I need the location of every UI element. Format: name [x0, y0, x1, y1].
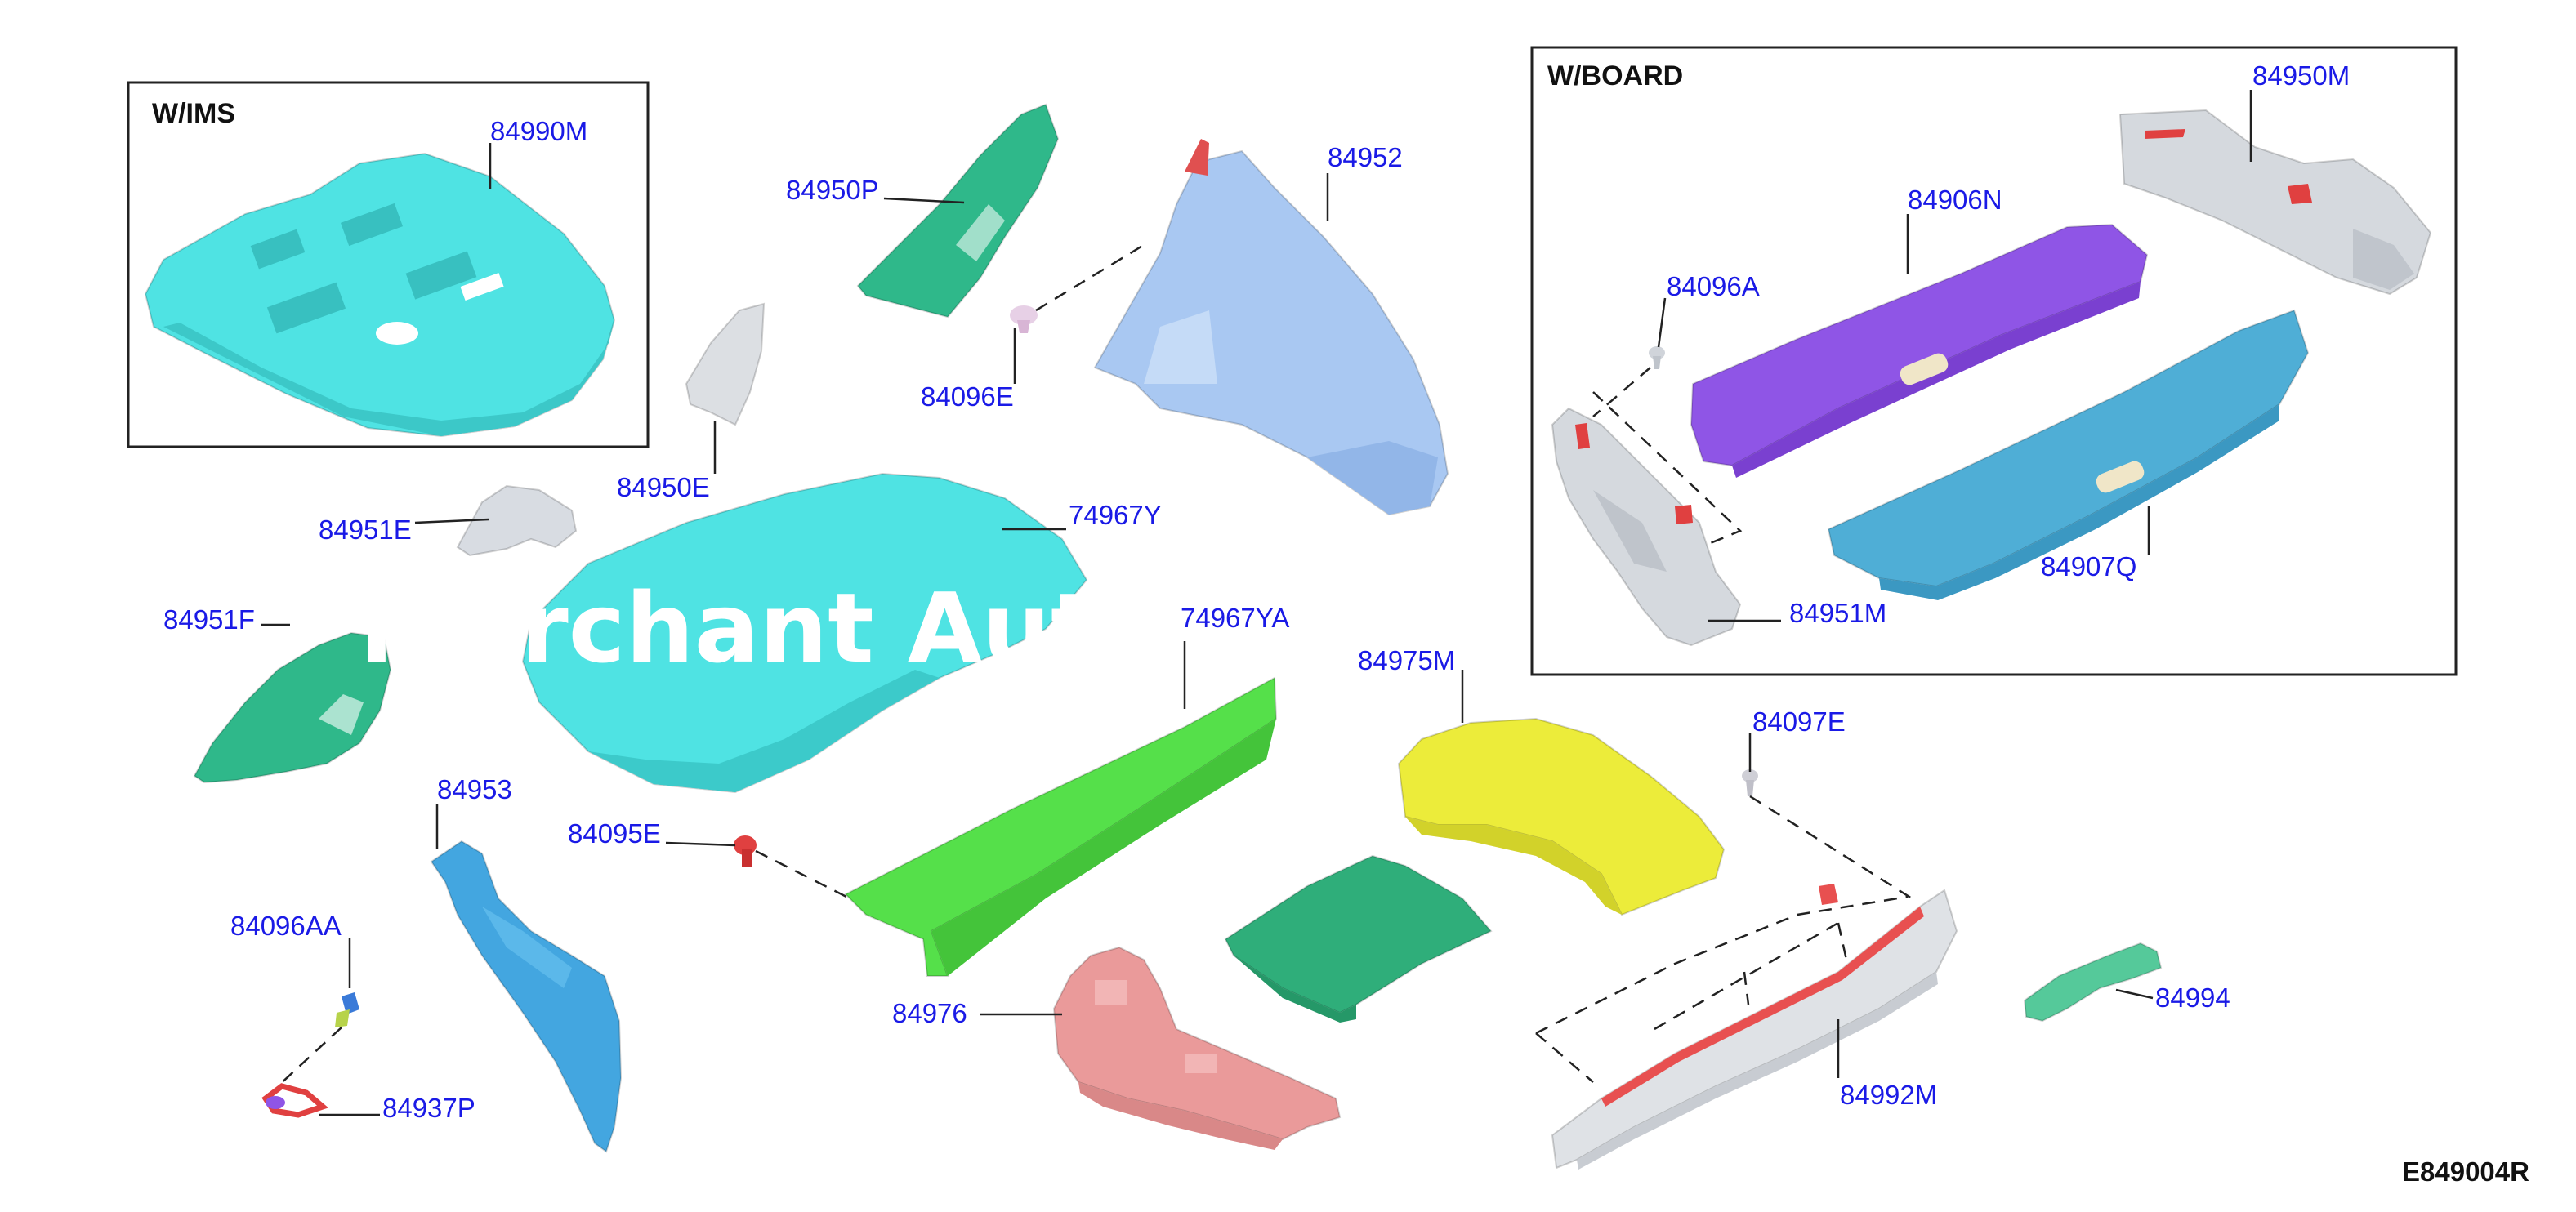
label-84975M[interactable]: 84975M: [1358, 645, 1455, 675]
label-84951M[interactable]: 84951M: [1789, 598, 1886, 628]
label-74967Y[interactable]: 74967Y: [1069, 500, 1162, 530]
dashed-84096A-a: [1592, 367, 1651, 417]
part-74967Y-floor-mat[interactable]: [521, 472, 1088, 794]
part-84096E-clip[interactable]: [1010, 305, 1038, 333]
label-84992M[interactable]: 84992M: [1840, 1080, 1937, 1110]
label-84097E[interactable]: 84097E: [1752, 706, 1846, 737]
label-84990M[interactable]: 84990M: [490, 116, 587, 146]
part-84095E-clip[interactable]: [734, 835, 757, 867]
dashed-84992M-d: [1743, 971, 1750, 1005]
part-84937P-handle[interactable]: [261, 1083, 328, 1118]
dashed-84992M-b: [1535, 1032, 1594, 1083]
dashed-84992M-c: [1654, 921, 1839, 1031]
part-floor-tray-green[interactable]: [1224, 854, 1493, 1023]
part-84953-side-trim[interactable]: [430, 840, 623, 1153]
dashed-84992M-e: [1837, 922, 1848, 960]
part-84990M-tray[interactable]: [144, 152, 616, 438]
label-84951F[interactable]: 84951F: [163, 604, 255, 635]
label-84906N[interactable]: 84906N: [1908, 185, 2002, 215]
part-84975M-trim[interactable]: [1397, 717, 1726, 916]
label-74967YA[interactable]: 74967YA: [1181, 603, 1289, 633]
part-84951M-bracket[interactable]: [1551, 407, 1742, 647]
label-84095E[interactable]: 84095E: [568, 818, 661, 849]
watermark: Merchant Auto: [359, 572, 1163, 684]
label-84950M[interactable]: 84950M: [2252, 60, 2350, 91]
part-84992M-scuff-plate[interactable]: [1551, 884, 1958, 1170]
part-74967YA-floor-board[interactable]: [844, 676, 1278, 977]
part-84950P-trim[interactable]: [856, 103, 1060, 319]
ims-box-title: W/IMS: [152, 98, 235, 129]
part-84950M-trim[interactable]: [2118, 109, 2432, 296]
board-box-title: W/BOARD: [1547, 60, 1683, 91]
part-84951F-trim[interactable]: [193, 631, 392, 784]
part-84096A-clip[interactable]: [1649, 346, 1665, 369]
part-84096AA-clip[interactable]: [335, 992, 359, 1027]
label-84937P[interactable]: 84937P: [382, 1093, 475, 1123]
dashed-84992M-a: [1535, 895, 1909, 1035]
part-84952-side-trim[interactable]: [1093, 139, 1449, 516]
leader-84950P: [883, 197, 965, 204]
label-84950P[interactable]: 84950P: [786, 175, 879, 205]
part-84951E-bracket[interactable]: [456, 484, 578, 557]
part-84976-tray[interactable]: [1052, 946, 1342, 1150]
part-84097E-clip[interactable]: [1742, 769, 1758, 796]
diagram-code: E849004R: [2402, 1156, 2529, 1187]
ims-box: [127, 81, 650, 448]
dashed-84096E: [1035, 243, 1145, 312]
label-84096E[interactable]: 84096E: [921, 381, 1014, 412]
label-84096A[interactable]: 84096A: [1667, 271, 1760, 301]
label-84907Q[interactable]: 84907Q: [2041, 551, 2136, 581]
part-84907Q-board[interactable]: [1827, 309, 2310, 600]
board-box: [1530, 46, 2458, 676]
label-84953[interactable]: 84953: [437, 774, 512, 804]
label-84096AA[interactable]: 84096AA: [230, 911, 342, 941]
label-84952[interactable]: 84952: [1328, 142, 1403, 172]
label-84976[interactable]: 84976: [892, 998, 967, 1028]
leader-84951E: [414, 518, 489, 524]
dashed-84096AA: [277, 1027, 342, 1087]
leader-84994: [2115, 988, 2154, 1000]
part-84994-strap[interactable]: [2023, 942, 2163, 1023]
label-84951E[interactable]: 84951E: [319, 515, 412, 545]
label-84994[interactable]: 84994: [2155, 983, 2230, 1013]
part-84906N-board[interactable]: [1690, 223, 2149, 478]
label-84950E[interactable]: 84950E: [617, 472, 710, 502]
leader-84095E: [665, 841, 736, 847]
dashed-84095E: [755, 849, 850, 900]
leader-84096A: [1657, 297, 1667, 348]
dashed-84097E: [1749, 795, 1913, 900]
part-84950E-trim[interactable]: [685, 302, 766, 426]
